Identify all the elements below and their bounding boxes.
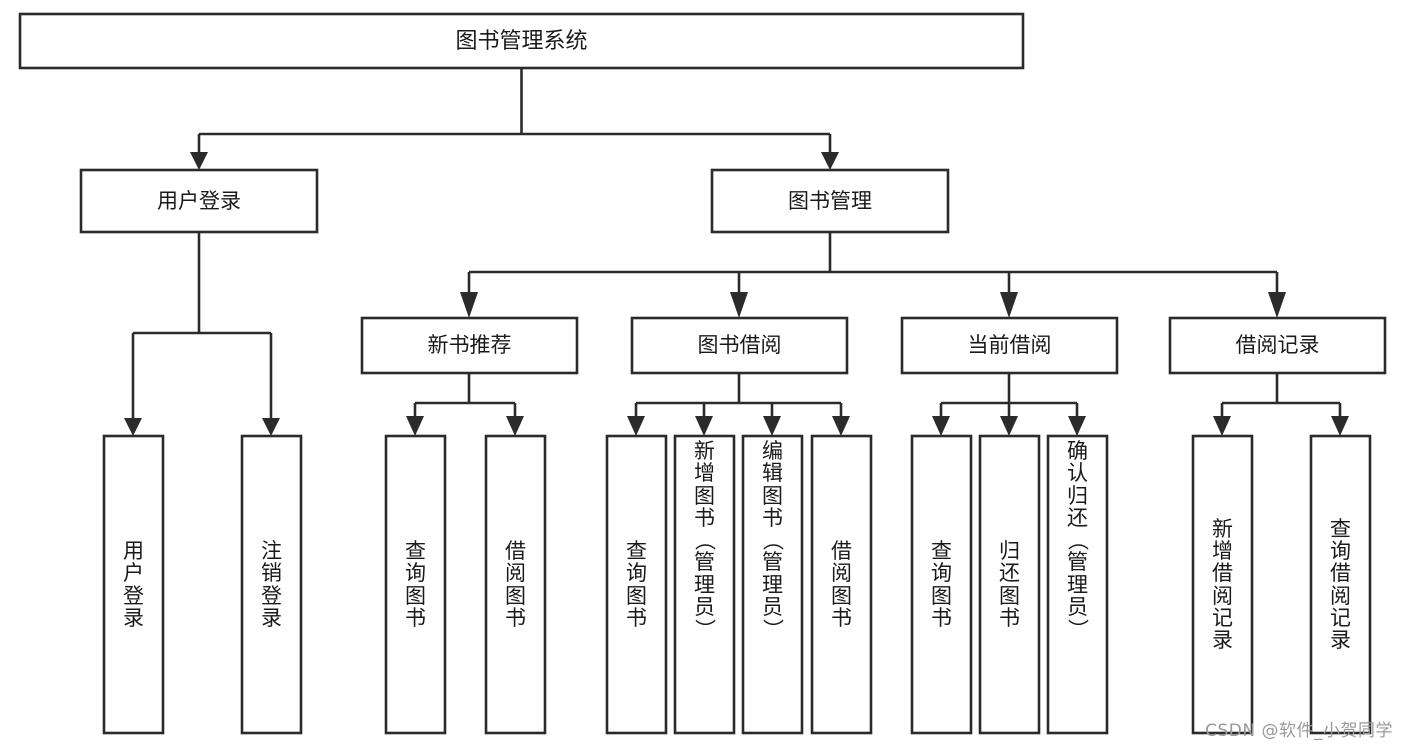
arrow-head-newbook-leaf-1 bbox=[406, 416, 424, 436]
leaf-box-borrow-book[interactable] bbox=[810, 434, 873, 735]
node-borrow-record-label: 借阅记录 bbox=[1236, 333, 1320, 357]
node-book-management-box[interactable] bbox=[710, 168, 950, 234]
node-user-login-label: 用户登录 bbox=[157, 189, 241, 213]
node-root[interactable]: 图书管理系统 bbox=[18, 12, 1025, 70]
node-book-borrow[interactable]: 图书借阅 bbox=[630, 316, 849, 375]
leaf-boxes-borrow-record bbox=[1191, 434, 1372, 735]
arrow-head-book-mgmt bbox=[821, 152, 839, 170]
leaf-box-query-book-current[interactable] bbox=[910, 434, 973, 735]
node-current-borrow[interactable]: 当前借阅 bbox=[900, 316, 1119, 375]
node-new-book-recommend-box[interactable] bbox=[360, 316, 579, 375]
node-borrow-record[interactable]: 借阅记录 bbox=[1168, 316, 1387, 375]
node-book-management-label: 图书管理 bbox=[788, 189, 872, 213]
node-book-borrow-box[interactable] bbox=[630, 316, 849, 375]
leaf-box-edit-book-admin[interactable] bbox=[741, 434, 804, 735]
arrow-head-bookborrow-leaf-4 bbox=[832, 416, 850, 436]
arrow-head-bookborrow-leaf-1 bbox=[627, 416, 645, 436]
leaf-box-return-book[interactable] bbox=[978, 434, 1041, 735]
leaf-boxes-current-borrow bbox=[910, 434, 1109, 735]
node-book-borrow-label: 图书借阅 bbox=[698, 333, 782, 357]
arrow-head-current-borrow bbox=[1000, 292, 1018, 318]
node-current-borrow-label: 当前借阅 bbox=[968, 333, 1052, 357]
arrow-head-borrow-record bbox=[1268, 292, 1286, 318]
leaf-box-query-borrow-record[interactable] bbox=[1309, 434, 1372, 735]
arrow-head-newbook-leaf-2 bbox=[506, 416, 524, 436]
leaf-boxes-book-borrow bbox=[605, 434, 873, 735]
arrow-head-leaf-logout bbox=[262, 418, 280, 436]
node-new-book-recommend-label: 新书推荐 bbox=[428, 333, 512, 357]
leaf-box-query-book-newbook[interactable] bbox=[384, 434, 447, 735]
leaf-box-borrow-book-newbook[interactable] bbox=[484, 434, 547, 735]
node-borrow-record-box[interactable] bbox=[1168, 316, 1387, 375]
arrow-head-currentborrow-leaf-1 bbox=[932, 416, 950, 436]
leaf-boxes-user-login bbox=[102, 434, 303, 735]
node-book-management[interactable]: 图书管理 bbox=[710, 168, 950, 234]
node-new-book-recommend[interactable]: 新书推荐 bbox=[360, 316, 579, 375]
csdn-watermark: CSDN @软件_小贺同学 bbox=[1205, 721, 1393, 741]
leaf-box-confirm-return-admin[interactable] bbox=[1046, 434, 1109, 735]
node-root-label: 图书管理系统 bbox=[455, 29, 587, 54]
leaf-box-query-book-borrow[interactable] bbox=[605, 434, 668, 735]
arrow-head-borrowrecord-leaf-2 bbox=[1331, 416, 1349, 436]
leaf-box-user-login[interactable] bbox=[102, 434, 165, 735]
connector-layer bbox=[124, 68, 1349, 436]
leaf-box-logout[interactable] bbox=[240, 434, 303, 735]
arrow-head-currentborrow-leaf-2 bbox=[1000, 416, 1018, 436]
leaf-boxes-new-book-recommend bbox=[384, 434, 547, 735]
arrow-head-borrowrecord-leaf-1 bbox=[1213, 416, 1231, 436]
arrow-head-book-borrow bbox=[730, 292, 748, 318]
node-user-login[interactable]: 用户登录 bbox=[79, 168, 319, 234]
arrow-head-new-book-recommend bbox=[460, 292, 478, 318]
node-current-borrow-box[interactable] bbox=[900, 316, 1119, 375]
leaf-box-add-borrow-record[interactable] bbox=[1191, 434, 1254, 735]
arrow-head-currentborrow-leaf-3 bbox=[1068, 416, 1086, 436]
arrow-head-bookborrow-leaf-3 bbox=[763, 416, 781, 436]
arrow-head-leaf-user-login bbox=[124, 418, 142, 436]
node-user-login-box[interactable] bbox=[79, 168, 319, 234]
leaf-box-add-book-admin[interactable] bbox=[673, 434, 736, 735]
arrow-head-user-login bbox=[190, 152, 208, 170]
arrow-head-bookborrow-leaf-2 bbox=[695, 416, 713, 436]
node-root-box[interactable] bbox=[18, 12, 1025, 70]
